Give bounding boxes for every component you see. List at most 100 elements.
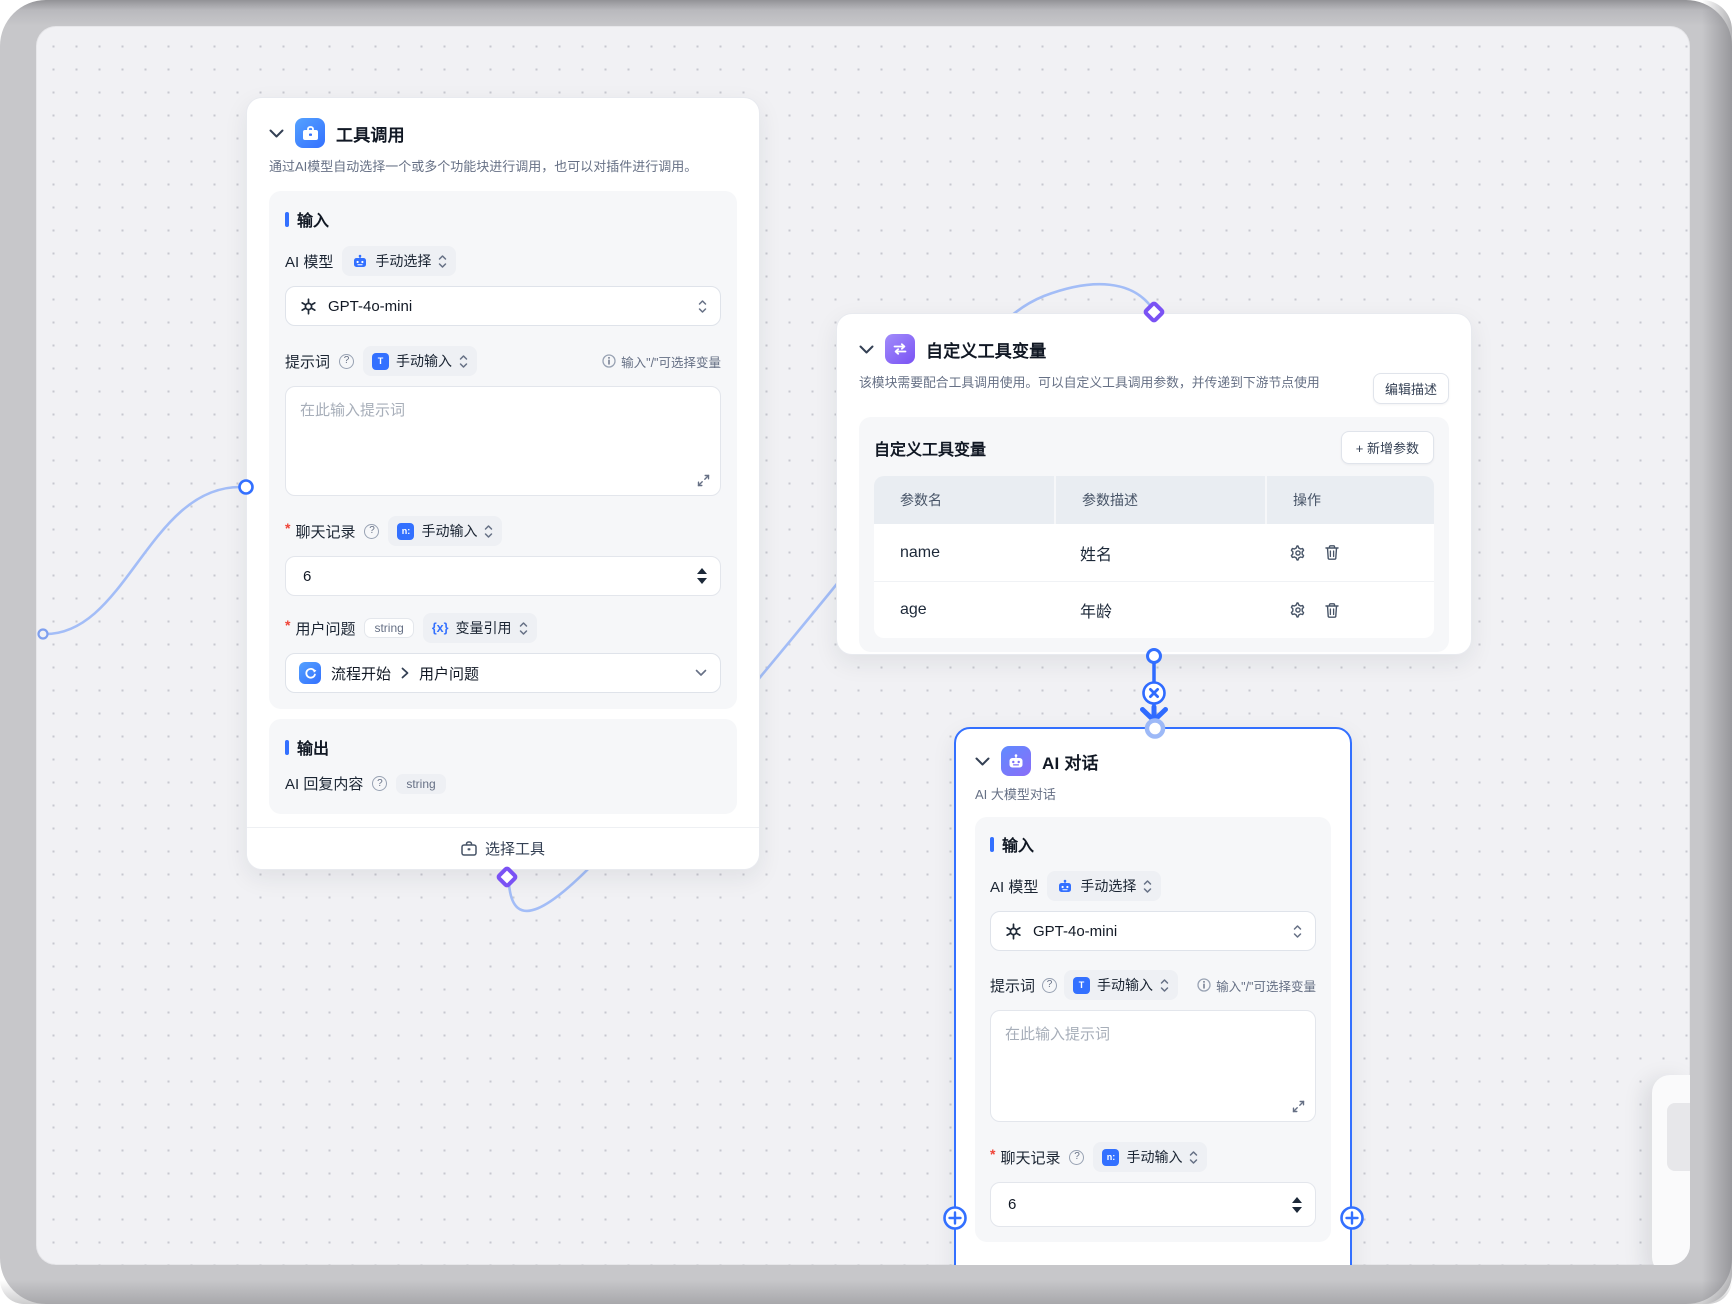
ai-model-label: AI 模型 — [990, 878, 1039, 896]
updown-chevron-icon — [485, 524, 493, 538]
expand-icon[interactable] — [697, 474, 710, 487]
node-ai-chat[interactable]: AI 对话 AI 大模型对话 输入 AI 模型 手动选择 — [954, 727, 1352, 1265]
openai-icon — [1006, 922, 1021, 940]
help-icon[interactable]: ? — [1042, 977, 1058, 993]
step-down-icon[interactable] — [1292, 1206, 1302, 1213]
prompt-label: 提示词 — [285, 353, 331, 371]
input-section: 输入 AI 模型 手动选择 GPT-4o-mini — [269, 191, 737, 710]
param-desc: 年龄 — [1080, 604, 1113, 621]
help-icon[interactable]: ? — [339, 353, 355, 369]
param-desc: 姓名 — [1080, 546, 1113, 564]
variable-ref-select[interactable]: 流程开始 用户问题 — [285, 653, 721, 694]
node-title: 自定义工具变量 — [926, 341, 1047, 361]
updown-chevron-icon — [519, 621, 527, 635]
updown-chevron-icon — [1144, 879, 1152, 893]
model-select[interactable]: GPT-4o-mini — [285, 286, 721, 327]
robot-icon — [1056, 878, 1073, 895]
type-tag: string — [364, 618, 414, 639]
node-header: 工具调用 — [269, 118, 737, 148]
prompt-mode-label: 手动输入 — [396, 353, 453, 370]
breadcrumb-chevron-icon — [401, 667, 409, 679]
section-title: 输出 — [297, 741, 330, 759]
add-param-button[interactable]: + 新增参数 — [1340, 431, 1434, 464]
history-mode-pill[interactable]: n: 手动输入 — [1093, 1142, 1208, 1172]
question-mode-label: 变量引用 — [455, 620, 512, 637]
edit-description-button[interactable]: 编辑描述 — [1372, 373, 1449, 404]
param-name: age — [900, 601, 927, 618]
side-panel-handle[interactable] — [1667, 1103, 1690, 1171]
help-icon[interactable]: ? — [364, 523, 380, 539]
input-section: 输入 AI 模型 手动选择 GPT-4o-mini — [975, 817, 1331, 1242]
history-mode-pill[interactable]: n: 手动输入 — [388, 516, 503, 547]
collapse-chevron-icon[interactable] — [859, 345, 874, 354]
history-icon: n: — [1102, 1148, 1120, 1166]
chat-history-input[interactable] — [1006, 1195, 1300, 1214]
output-section: 输出 AI 回复内容 ? string — [269, 719, 737, 815]
stepper-buttons[interactable] — [697, 568, 707, 585]
expand-icon[interactable] — [1292, 1100, 1305, 1113]
ai-model-mode-pill[interactable]: 手动选择 — [1047, 871, 1162, 901]
node-tool-call[interactable]: 工具调用 通过AI模型自动选择一个或多个功能块进行调用，也可以对插件进行调用。 … — [246, 97, 760, 870]
node-header: AI 对话 — [975, 746, 1331, 776]
help-icon[interactable]: ? — [1069, 1149, 1085, 1165]
prompt-mode-pill[interactable]: T 手动输入 — [363, 346, 478, 377]
type-tag: string — [396, 773, 446, 794]
updown-chevron-icon — [1190, 1150, 1198, 1164]
stepper-buttons[interactable] — [1292, 1196, 1302, 1213]
model-select-value: GPT-4o-mini — [328, 297, 413, 315]
section-bar — [285, 739, 289, 755]
required-mark: * — [285, 617, 291, 634]
node-custom-vars[interactable]: 自定义工具变量 该模块需要配合工具调用使用。可以自定义工具调用参数，并传递到下游… — [836, 313, 1472, 655]
ai-model-mode-label: 手动选择 — [375, 253, 432, 270]
chat-history-stepper[interactable] — [990, 1182, 1316, 1227]
variable-ref-icon: {x} — [431, 621, 449, 636]
prompt-mode-label: 手动输入 — [1097, 977, 1154, 993]
flow-canvas[interactable]: 工具调用 通过AI模型自动选择一个或多个功能块进行调用，也可以对插件进行调用。 … — [36, 26, 1690, 1265]
question-mode-pill[interactable]: {x} 变量引用 — [422, 613, 537, 644]
collapsed-side-panel[interactable] — [1652, 1075, 1690, 1265]
updown-chevron-icon — [459, 354, 468, 368]
prompt-label: 提示词 — [990, 977, 1036, 995]
step-down-icon[interactable] — [697, 578, 707, 585]
briefcase-outline-icon — [461, 841, 477, 856]
model-select-value: GPT-4o-mini — [1033, 922, 1118, 940]
chat-history-stepper[interactable] — [285, 556, 721, 597]
gear-icon[interactable] — [1289, 601, 1307, 619]
step-up-icon[interactable] — [1292, 1196, 1302, 1203]
robot-icon — [1001, 746, 1031, 776]
gear-icon[interactable] — [1289, 544, 1307, 562]
ai-model-mode-pill[interactable]: 手动选择 — [342, 246, 457, 277]
trash-icon[interactable] — [1324, 544, 1340, 561]
param-name: name — [900, 543, 941, 561]
help-icon[interactable]: ? — [372, 776, 388, 792]
text-input-icon: T — [372, 352, 390, 370]
col-ops: 操作 — [1267, 476, 1434, 524]
select-tool-button[interactable]: 选择工具 — [247, 827, 759, 869]
history-mode-label: 手动输入 — [1126, 1149, 1183, 1165]
panel-title: 自定义工具变量 — [874, 441, 987, 459]
history-mode-label: 手动输入 — [421, 523, 478, 540]
collapse-chevron-icon[interactable] — [975, 757, 990, 766]
model-select[interactable]: GPT-4o-mini — [990, 911, 1316, 951]
chat-history-label: 聊天记录 — [295, 523, 356, 541]
slash-hint: 输入"/"可选择变量 — [602, 352, 721, 371]
table-row: name 姓名 — [874, 524, 1434, 581]
params-table: 参数名 参数描述 操作 name 姓名 — [874, 476, 1434, 638]
updown-chevron-icon — [439, 254, 447, 268]
history-icon: n: — [397, 522, 415, 540]
chat-history-input[interactable] — [301, 566, 705, 586]
step-up-icon[interactable] — [697, 568, 707, 575]
updown-chevron-icon — [1293, 924, 1302, 938]
prompt-mode-pill[interactable]: T 手动输入 — [1064, 970, 1179, 1000]
prompt-textarea[interactable] — [285, 386, 721, 497]
section-bar — [285, 211, 289, 227]
openai-icon — [301, 297, 316, 315]
select-tool-label: 选择工具 — [484, 841, 545, 858]
required-mark: * — [990, 1146, 996, 1162]
swap-arrows-icon — [885, 334, 915, 364]
trash-icon[interactable] — [1324, 602, 1340, 619]
prompt-textarea[interactable] — [990, 1010, 1316, 1122]
collapse-chevron-icon[interactable] — [269, 129, 284, 138]
section-title: 输入 — [1002, 838, 1035, 855]
